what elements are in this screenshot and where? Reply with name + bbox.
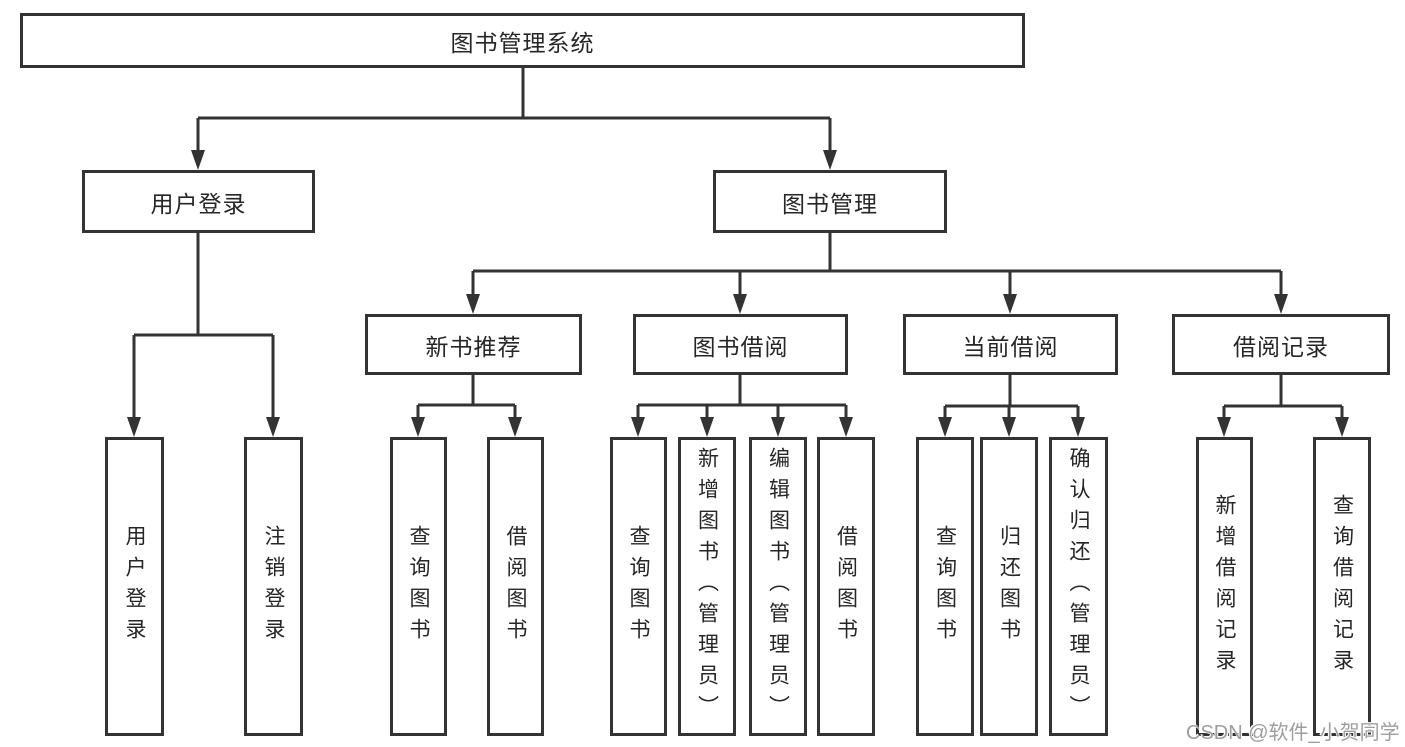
node-leaf-add-books-admin: 新增图书（管理员） — [678, 437, 736, 736]
node-label: 图书管理系统 — [450, 29, 595, 56]
node-label: 新增借阅记录 — [1213, 493, 1236, 680]
node-label: 图书管理 — [782, 190, 878, 217]
node-label: 用户登录 — [150, 190, 247, 217]
node-leaf-return-books: 归还图书 — [980, 437, 1038, 736]
arrow-down-icon — [700, 417, 714, 437]
connector-root — [196, 68, 832, 152]
arrow-down-icon — [1003, 294, 1017, 314]
node-label: 查询借阅记录 — [1330, 493, 1354, 680]
node-leaf-logout: 注销登录 — [244, 437, 303, 736]
node-leaf-query-books-2: 查询图书 — [610, 437, 667, 736]
node-new-book-recommend: 新书推荐 — [365, 314, 582, 375]
arrow-down-icon — [466, 294, 480, 314]
arrow-down-icon — [411, 417, 425, 437]
node-label: 查询图书 — [627, 524, 650, 649]
arrow-down-icon — [127, 417, 141, 437]
csdn-watermark: CSDN @软件_小贺同学 — [1186, 722, 1400, 744]
node-label: 借阅图书 — [504, 524, 527, 649]
node-label: 新增图书（管理员） — [695, 447, 719, 726]
connector-new-book-recommend — [416, 375, 517, 419]
node-leaf-add-borrow-record: 新增借阅记录 — [1196, 437, 1253, 736]
node-leaf-confirm-return-admin: 确认归还（管理员） — [1049, 437, 1108, 736]
connector-book-borrow — [636, 375, 848, 419]
node-label: 编辑图书（管理员） — [766, 447, 790, 726]
connector-current-borrow — [943, 375, 1080, 419]
arrow-down-icon — [1002, 417, 1016, 437]
arrow-down-icon — [1274, 294, 1288, 314]
node-label: 确认归还（管理员） — [1067, 447, 1090, 726]
node-label: 借阅记录 — [1233, 333, 1329, 360]
arrow-down-icon — [508, 417, 522, 437]
node-leaf-borrow-books-1: 借阅图书 — [487, 437, 544, 736]
node-label: 查询图书 — [407, 524, 430, 649]
node-borrow-records: 借阅记录 — [1172, 314, 1390, 375]
arrow-down-icon — [1335, 417, 1349, 437]
node-leaf-query-borrow-record: 查询借阅记录 — [1313, 437, 1371, 736]
node-label: 用户登录 — [123, 524, 146, 649]
node-label: 新书推荐 — [425, 333, 522, 360]
node-leaf-edit-books-admin: 编辑图书（管理员） — [749, 437, 807, 736]
node-label: 注销登录 — [262, 524, 285, 649]
node-user-login-branch: 用户登录 — [82, 170, 315, 233]
node-library-management-system: 图书管理系统 — [20, 13, 1025, 68]
node-leaf-query-books-1: 查询图书 — [390, 437, 447, 736]
node-label: 图书借阅 — [692, 333, 789, 360]
arrow-down-icon — [191, 150, 205, 170]
arrow-down-icon — [938, 417, 952, 437]
node-leaf-query-books-3: 查询图书 — [916, 437, 974, 736]
arrow-down-icon — [631, 417, 645, 437]
arrow-down-icon — [1217, 417, 1231, 437]
node-leaf-borrow-books-2: 借阅图书 — [817, 437, 875, 736]
arrow-down-icon — [1071, 417, 1085, 437]
node-leaf-user-login: 用户登录 — [105, 437, 164, 736]
connector-book-management — [471, 233, 1283, 296]
arrow-down-icon — [771, 417, 785, 437]
arrow-down-icon — [839, 417, 853, 437]
connector-borrow-records — [1222, 375, 1344, 419]
arrow-down-icon — [266, 417, 280, 437]
node-label: 当前借阅 — [962, 333, 1059, 360]
node-label: 归还图书 — [997, 524, 1021, 649]
node-label: 借阅图书 — [834, 524, 858, 649]
node-book-management-branch: 图书管理 — [713, 170, 947, 233]
node-current-borrow: 当前借阅 — [903, 314, 1118, 375]
arrow-down-icon — [823, 150, 837, 170]
node-label: 查询图书 — [933, 524, 957, 649]
connector-user-login — [132, 233, 275, 419]
arrow-down-icon — [733, 294, 747, 314]
node-book-borrow: 图书借阅 — [633, 314, 848, 375]
